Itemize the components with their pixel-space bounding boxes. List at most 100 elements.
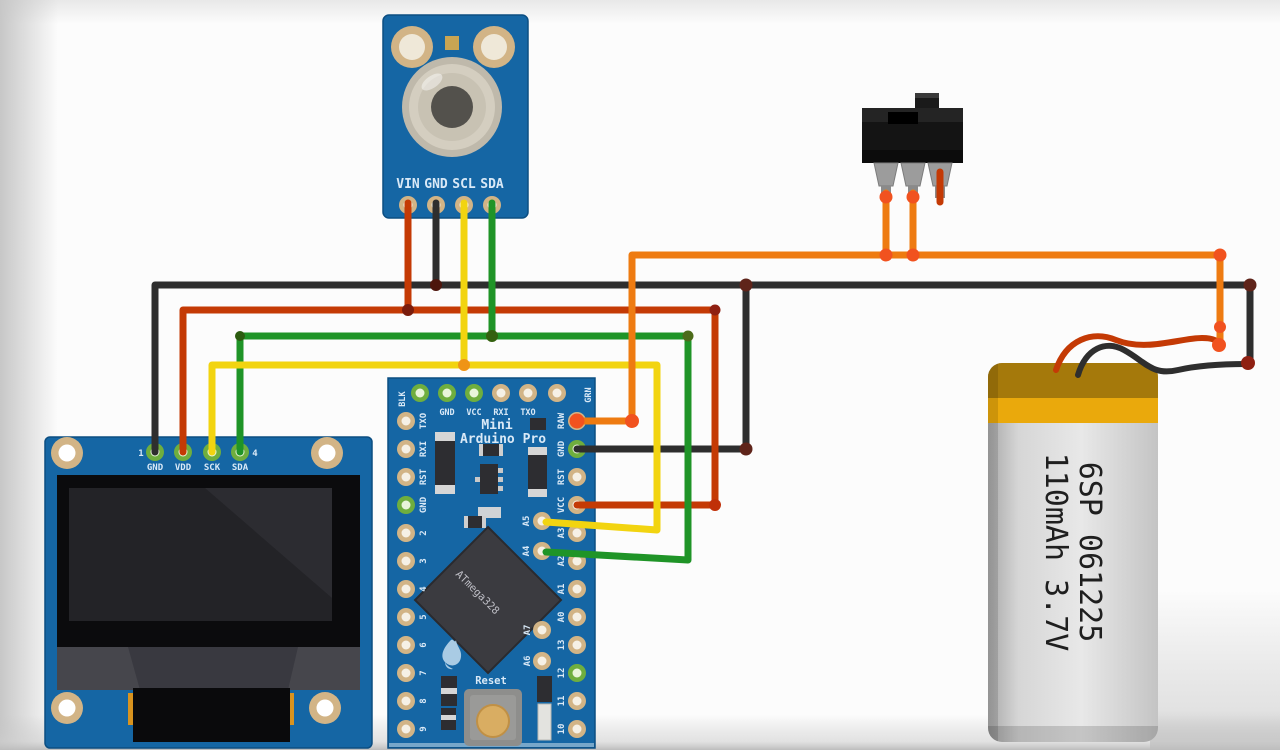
svg-text:A0: A0 [557, 612, 567, 623]
battery-label-2: 110mAh 3.7V [1038, 453, 1073, 652]
svg-text:7: 7 [419, 670, 429, 675]
pin [397, 552, 415, 570]
pin [397, 580, 415, 598]
pin [397, 524, 415, 542]
mounting-hole [309, 692, 341, 724]
ir-lens [431, 86, 473, 128]
pin [397, 468, 415, 486]
pin [533, 621, 551, 639]
svg-text:A2: A2 [557, 556, 567, 567]
sensor-pin-label: VIN [396, 177, 420, 192]
battery-cap-dark [988, 363, 1158, 400]
pin [397, 608, 415, 626]
svg-text:4: 4 [419, 586, 429, 592]
ir-temp-sensor-module: VIN GND SCL SDA [382, 14, 529, 219]
oled-pin1-number: 1 [138, 449, 143, 459]
svg-text:TXO: TXO [419, 412, 429, 429]
pin [568, 636, 586, 654]
silkscreen-title-1: Mini [481, 418, 512, 433]
slide-switch[interactable] [862, 93, 963, 198]
svg-text:8: 8 [419, 698, 429, 703]
pin [397, 720, 415, 738]
pin [568, 580, 586, 598]
svg-text:RAW: RAW [557, 412, 567, 429]
oled-pin-label: GND [147, 463, 164, 473]
top-pin-label: RXI [493, 408, 508, 418]
right-pin-labels: RAW GND RST VCC A3 A2 A1 A0 13 12 11 10 [557, 412, 567, 734]
svg-text:13: 13 [557, 640, 567, 651]
svg-text:12: 12 [557, 668, 567, 679]
mounting-hole [51, 437, 83, 469]
pin [568, 664, 586, 682]
svg-text:11: 11 [557, 696, 567, 707]
pin [568, 608, 586, 626]
pin [548, 384, 566, 402]
battery-cap-band [988, 398, 1158, 423]
svg-text:10: 10 [557, 724, 567, 735]
svg-text:A1: A1 [557, 584, 567, 595]
junction-dots [235, 190, 1257, 511]
pin [397, 440, 415, 458]
pin [397, 412, 415, 430]
battery-body [988, 363, 1158, 742]
pin [411, 384, 429, 402]
oled-ribbon-connector [133, 688, 290, 742]
pin [397, 692, 415, 710]
lipo-battery: 6SP 061225 110mAh 3.7V [988, 363, 1158, 742]
reset-button[interactable] [476, 704, 510, 738]
pin [397, 664, 415, 682]
svg-text:VCC: VCC [557, 497, 567, 513]
svg-text:6: 6 [419, 642, 429, 647]
svg-text:9: 9 [419, 726, 429, 731]
reset-label: Reset [475, 675, 507, 687]
mounting-hole [311, 437, 343, 469]
oled-pin4-number: 4 [252, 449, 258, 459]
sensor-pin-label: SDA [480, 177, 504, 192]
pin [568, 692, 586, 710]
pin [568, 468, 586, 486]
sensor-pin-label: GND [424, 177, 448, 192]
corner-pin-label: GRN [584, 387, 594, 402]
smd-components [435, 418, 552, 741]
battery-label-1: 6SP 061225 [1072, 462, 1107, 643]
fritzing-logo-icon [442, 639, 462, 670]
pin [568, 720, 586, 738]
wire-scl-yellow [208, 199, 661, 534]
oled-display-module: GND VDD SCK SDA 1 4 [44, 436, 373, 749]
pin [465, 384, 483, 402]
pin [519, 384, 537, 402]
ir-sensor-can [402, 57, 502, 157]
oled-pin-label: SCK [204, 463, 221, 473]
oled-screen-sheen [205, 488, 332, 598]
oled-pin-label: SDA [232, 463, 249, 473]
top-pin-label: GND [439, 408, 454, 418]
svg-text:GND: GND [557, 440, 567, 457]
battery-positive-lead [1053, 333, 1222, 373]
pin [397, 636, 415, 654]
svg-text:RXI: RXI [419, 441, 429, 457]
oled-lower-band-inner [128, 647, 298, 690]
pin [397, 496, 415, 514]
ribbon-tab-left [128, 693, 137, 725]
svg-text:RST: RST [419, 468, 429, 485]
mounting-hole [391, 26, 433, 68]
svg-text:A3: A3 [557, 528, 567, 539]
silkscreen-title-2: Arduino Pro [460, 432, 546, 447]
corner-pin-label: BLK [398, 390, 408, 406]
svg-text:A4: A4 [522, 545, 532, 556]
arduino-pro-mini: ATmega328 Reset [387, 377, 596, 749]
battery-negative-lead [1075, 343, 1249, 378]
sensor-pin-label: SCL [452, 177, 476, 192]
svg-text:A6: A6 [523, 656, 533, 667]
svg-text:GND: GND [419, 496, 429, 513]
sensor-tab [445, 36, 459, 50]
svg-text:5: 5 [419, 614, 429, 619]
svg-text:3: 3 [419, 558, 429, 563]
pin [438, 384, 456, 402]
mounting-hole [51, 692, 83, 724]
svg-text:A7: A7 [523, 625, 533, 636]
left-pin-labels: TXO RXI RST GND 2 3 4 5 6 7 8 9 [419, 412, 429, 731]
svg-text:2: 2 [419, 530, 429, 535]
